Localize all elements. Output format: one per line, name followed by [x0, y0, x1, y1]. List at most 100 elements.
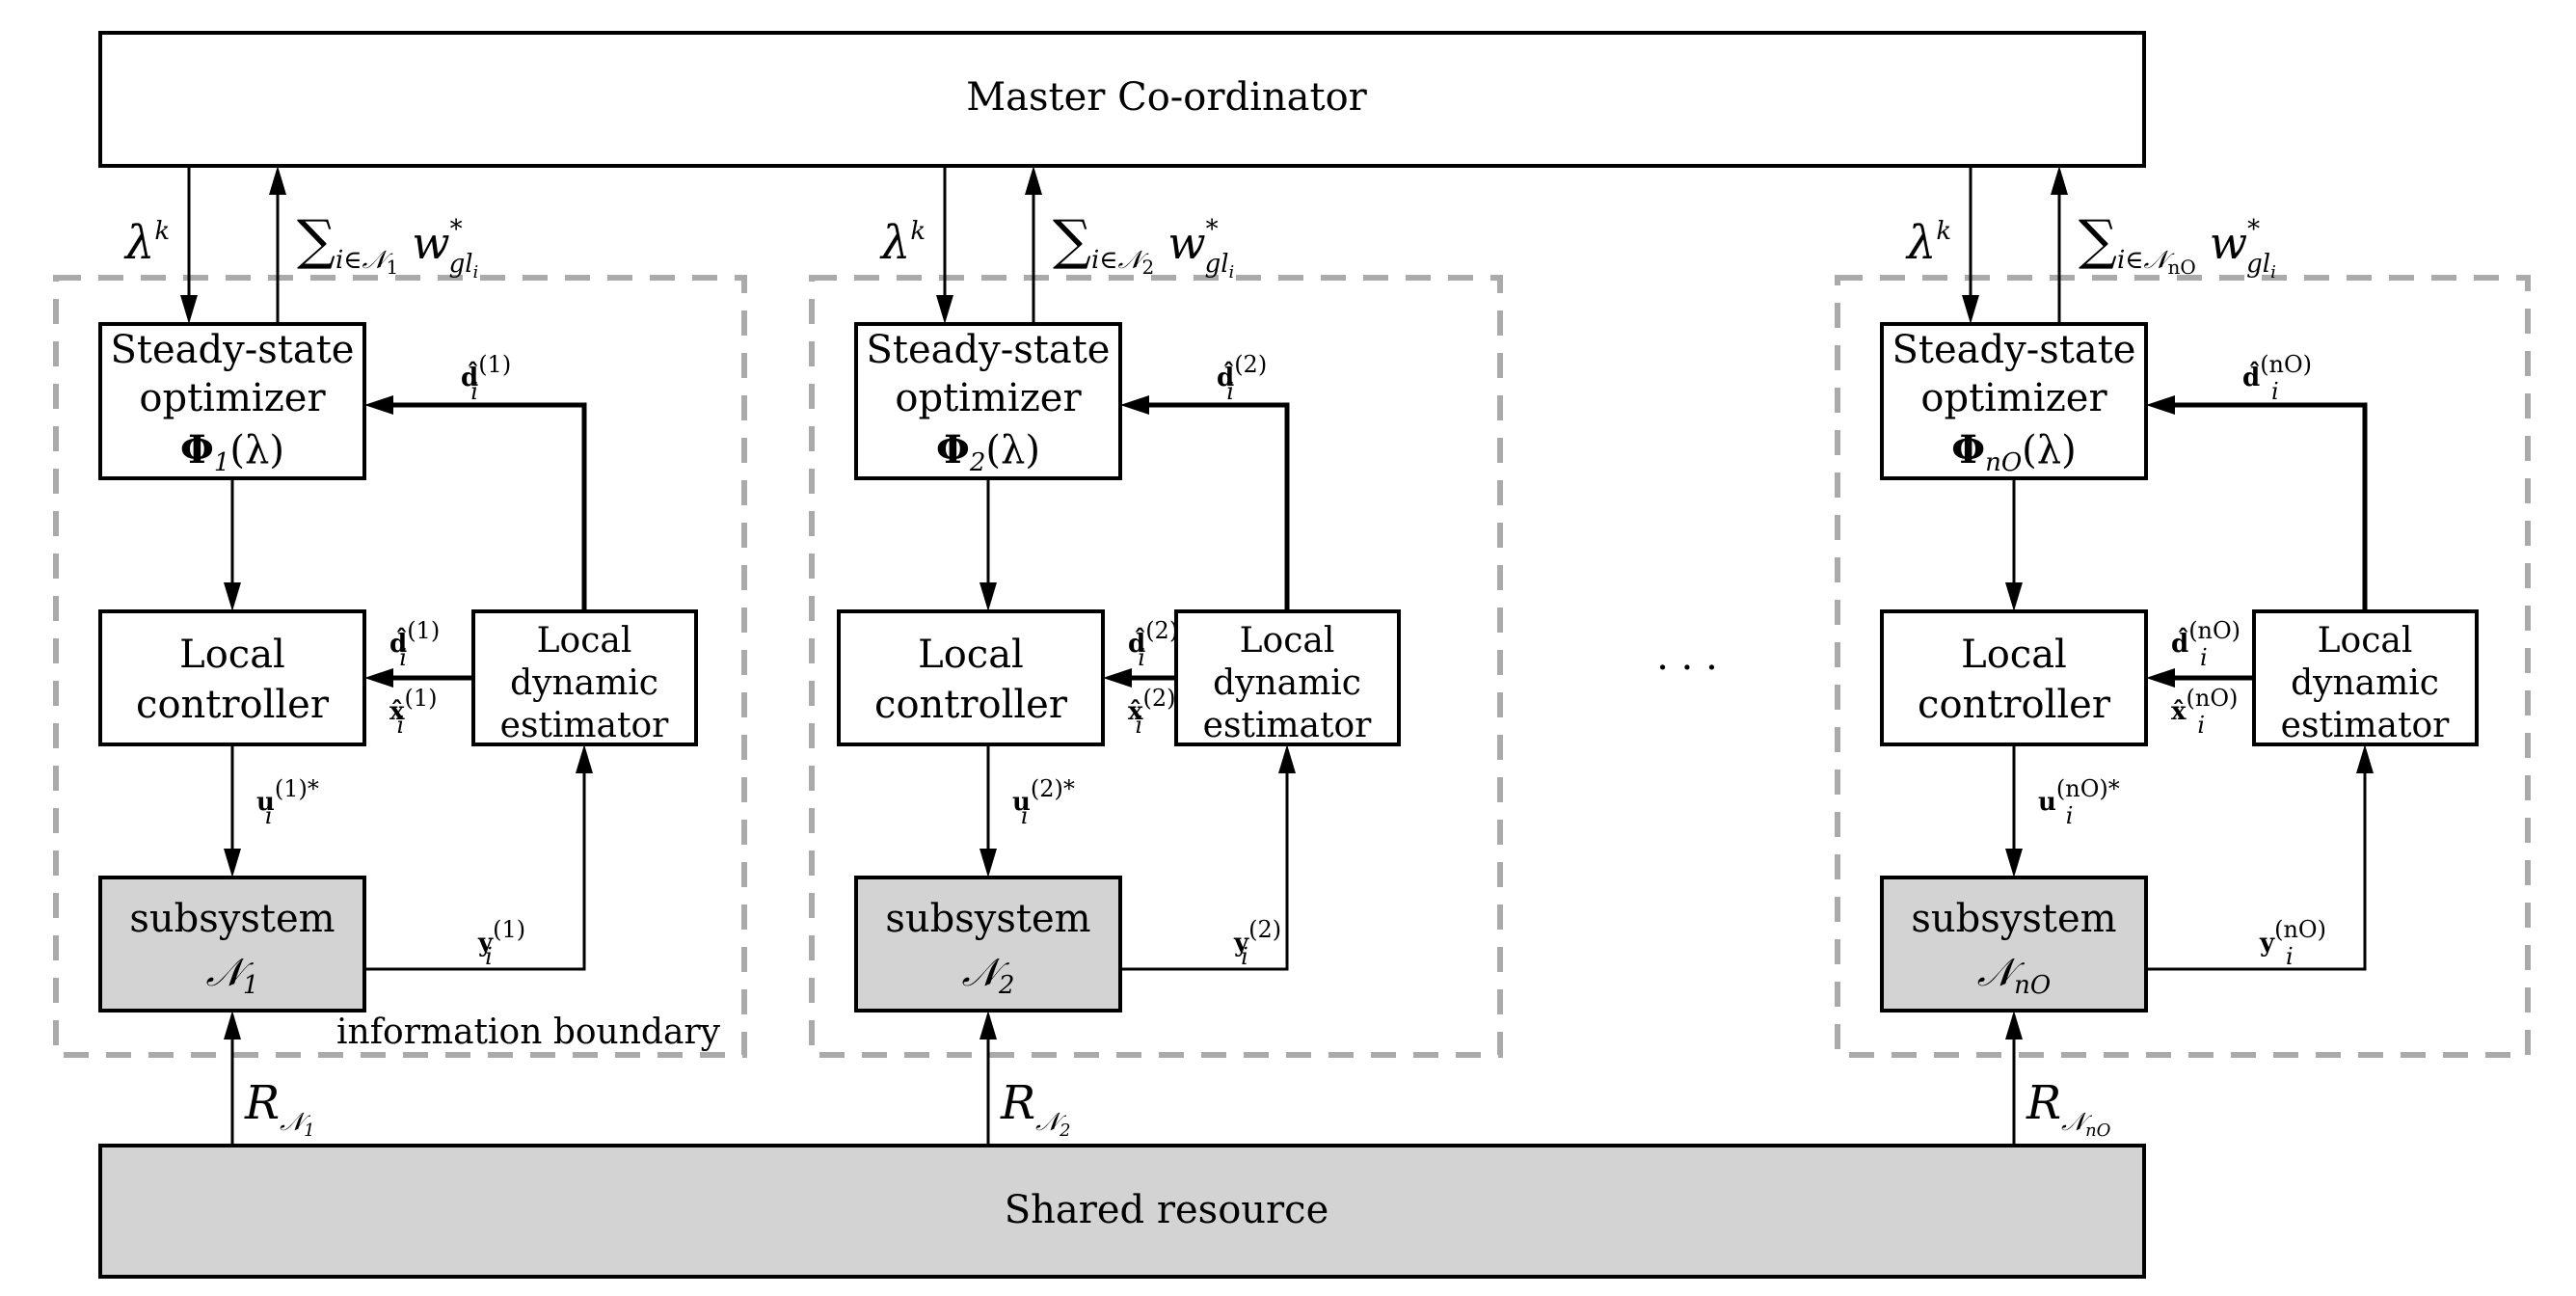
lambda-arrowhead: [1962, 295, 1979, 324]
estimator-to-optimizer-arrow: [393, 402, 587, 611]
estimator-label-line3: estimator: [2281, 706, 2451, 745]
disturbance-estimate-label: d̂(1)i: [389, 617, 440, 671]
controller-label-line1: Local: [179, 633, 285, 677]
subsystem-to-estimator-arrow: [1120, 773, 1289, 971]
estimator-to-optimizer-arrowhead: [2146, 395, 2175, 415]
measurement-label: y(1)i: [477, 916, 525, 970]
state-estimate-label: x̂(1)i: [389, 685, 438, 739]
estimator-to-controller-arrowhead: [364, 668, 393, 688]
shared-resource-label: Shared resource: [1005, 1188, 1328, 1232]
information-boundary: [53, 275, 747, 1058]
information-boundary: [809, 275, 1503, 1058]
lambda-label: λk: [879, 216, 926, 270]
information-boundary: [1835, 275, 2531, 1058]
steady-state-optimizer-box: [98, 322, 366, 480]
local-controller-box: [98, 609, 366, 746]
subsystem-symbol: 𝒩nO: [1977, 951, 2051, 1000]
estimator-to-optimizer-arrow: [2175, 402, 2368, 611]
estimator-label-line1: Local: [537, 621, 632, 661]
control-input-label: u(2)*i: [1012, 775, 1075, 829]
optimizer-function-label: Φ2(λ): [936, 427, 1040, 477]
shared-resource-box: [98, 1144, 2146, 1279]
optimizer-to-controller-arrowhead: [224, 582, 241, 611]
local-controller-box: [1880, 609, 2148, 746]
disturbance-estimate-label: d̂(nO)i: [2171, 617, 2241, 671]
subsystem-to-estimator-arrow: [2146, 773, 2367, 971]
disturbance-estimate-label: d̂(2)i: [1128, 617, 1178, 671]
local-dynamic-estimator-box: [2252, 609, 2479, 746]
optimizer-label-line2: optimizer: [1920, 376, 2107, 420]
disturbance-estimate-to-optimizer-label: d̂(1)i: [461, 351, 511, 405]
local-controller-box: [837, 609, 1105, 746]
optimizer-label-line1: Steady-state: [111, 328, 355, 372]
measurement-label: y(nO)i: [2259, 916, 2326, 970]
resource-to-subsystem-arrowhead: [979, 1011, 997, 1040]
estimator-label-line3: estimator: [1203, 706, 1373, 745]
controller-label-line1: Local: [1961, 633, 2067, 677]
master-coordinator-box: [98, 31, 2146, 168]
sum-arrowhead: [269, 166, 286, 195]
optimizer-function-label: ΦnO(λ): [1951, 427, 2076, 477]
controller-to-subsystem-arrowhead: [2005, 849, 2023, 878]
sum-arrowhead: [1025, 166, 1042, 195]
estimator-label-line1: Local: [1240, 621, 1335, 661]
subsystem-to-estimator-arrowhead: [2356, 744, 2374, 773]
sum-arrowhead: [2051, 166, 2068, 195]
resource-to-subsystem-arrowhead: [224, 1011, 241, 1040]
subsystem-label: subsystem: [129, 897, 335, 941]
subsystem-box: [98, 876, 366, 1012]
optimizer-to-controller-arrowhead: [2005, 582, 2023, 611]
optimizer-label-line2: optimizer: [895, 376, 1082, 420]
subsystem-label: subsystem: [885, 897, 1090, 941]
optimizer-label-line1: Steady-state: [1892, 328, 2136, 372]
subsystem-box: [854, 876, 1122, 1012]
estimator-to-optimizer-arrow: [1149, 402, 1290, 611]
measurement-label: y(2)i: [1233, 916, 1281, 970]
disturbance-estimate-to-optimizer-label: d̂(2)i: [1217, 351, 1267, 405]
controller-to-subsystem-arrowhead: [979, 849, 997, 878]
master-coordinator-label: Master Co-ordinator: [966, 75, 1367, 120]
state-estimate-label: x̂(2)i: [1128, 685, 1176, 739]
subsystem-box: [1880, 876, 2148, 1012]
controller-to-subsystem-arrowhead: [224, 849, 241, 878]
estimator-label-line2: dynamic: [1213, 663, 1361, 703]
optimizer-label-line1: Steady-state: [867, 328, 1111, 372]
resource-to-subsystem-arrowhead: [2005, 1011, 2023, 1040]
lambda-arrowhead: [936, 295, 953, 324]
state-estimate-label: x̂(nO)i: [2171, 685, 2238, 739]
estimator-label-line1: Local: [2318, 621, 2413, 661]
lambda-arrowhead: [180, 295, 198, 324]
information-boundary-label: information boundary: [336, 1012, 721, 1052]
control-input-label: u(nO)*i: [2038, 775, 2120, 829]
controller-label-line2: controller: [874, 683, 1068, 727]
local-dynamic-estimator-box: [1174, 609, 1401, 746]
steady-state-optimizer-box: [854, 322, 1122, 480]
lambda-label: λk: [1905, 216, 1951, 270]
controller-label-line1: Local: [918, 633, 1024, 677]
subsystem-to-estimator-arrowhead: [1278, 744, 1296, 773]
estimator-label-line2: dynamic: [510, 663, 658, 703]
disturbance-estimate-to-optimizer-label: d̂(nO)i: [2242, 351, 2312, 405]
subsystem-to-estimator-arrowhead: [576, 744, 593, 773]
resource-allocation-label: R𝒩1: [244, 1076, 315, 1141]
controller-label-line2: controller: [136, 683, 330, 727]
controller-label-line2: controller: [1918, 683, 2111, 727]
subsystem-to-estimator-arrow: [364, 773, 586, 971]
lambda-label: λk: [123, 216, 170, 270]
estimator-label-line3: estimator: [500, 706, 670, 745]
optimizer-to-controller-arrowhead: [979, 582, 997, 611]
estimator-label-line2: dynamic: [2291, 663, 2439, 703]
estimator-to-optimizer-arrowhead: [1120, 395, 1149, 415]
estimator-to-controller-arrowhead: [1103, 668, 1132, 688]
resource-allocation-label: R𝒩2: [1000, 1076, 1071, 1141]
resource-allocation-label: R𝒩nO: [2026, 1076, 2111, 1141]
subsystem-label: subsystem: [1911, 897, 2116, 941]
optimizer-function-label: Φ1(λ): [180, 427, 284, 477]
